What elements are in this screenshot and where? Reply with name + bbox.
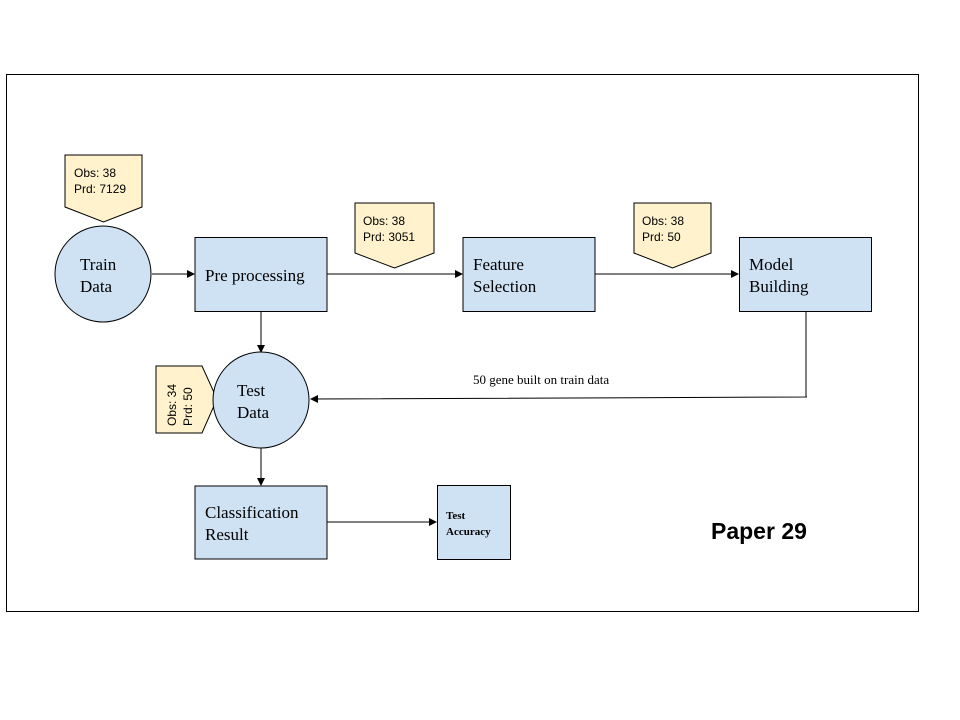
paper-label: Paper 29 — [711, 518, 807, 544]
node-model-building: Model Building — [739, 237, 872, 312]
classification-result-label-1: Classification — [205, 503, 299, 522]
callout-selected-prd: Prd: 50 — [642, 230, 681, 244]
callout-test-obs: Obs: 34 — [165, 384, 179, 426]
callout-preprocessed-prd: Prd: 3051 — [363, 230, 415, 244]
model-building-label-1: Model — [749, 255, 794, 274]
callout-preprocessed: Obs: 38 Prd: 3051 — [354, 202, 435, 269]
node-feature-selection: Feature Selection — [462, 237, 596, 312]
test-accuracy-label-1: Test — [446, 510, 465, 522]
node-pre-processing: Pre processing — [194, 237, 328, 312]
callout-preprocessed-shape — [354, 202, 435, 269]
test-data-label-1: Test — [237, 381, 265, 400]
callout-test-shape — [155, 365, 218, 434]
pre-processing-box — [194, 237, 328, 312]
connectors — [152, 270, 808, 526]
train-data-label-2: Data — [80, 277, 113, 296]
callout-selected-obs: Obs: 38 — [642, 214, 684, 228]
classification-result-label-2: Result — [205, 525, 249, 544]
arrow-model-building-to-test-data — [310, 311, 808, 403]
callout-selected-shape — [633, 202, 712, 269]
test-accuracy-box — [437, 485, 511, 560]
callout-test-prd: Prd: 50 — [181, 387, 195, 426]
callout-preprocessed-obs: Obs: 38 — [363, 214, 405, 228]
feature-selection-label-1: Feature — [473, 255, 524, 274]
diagram-frame — [6, 74, 919, 612]
train-data-circle — [54, 225, 152, 323]
model-building-box — [739, 237, 872, 312]
callout-train-prd: Prd: 7129 — [74, 182, 126, 196]
test-data-label-2: Data — [237, 403, 270, 422]
node-test-accuracy: Test Accuracy — [437, 485, 511, 560]
edge-label-model-to-test: 50 gene built on train data — [473, 372, 609, 387]
node-classification-result: Classification Result — [194, 485, 328, 560]
node-test-data: Test Data — [212, 351, 310, 449]
callout-train-shape — [64, 154, 143, 223]
test-accuracy-label-2: Accuracy — [446, 526, 491, 538]
pre-processing-label: Pre processing — [205, 266, 305, 285]
feature-selection-label-2: Selection — [473, 277, 537, 296]
callout-train: Obs: 38 Prd: 7129 — [64, 154, 143, 223]
test-data-circle — [212, 351, 310, 449]
train-data-label-1: Train — [80, 255, 117, 274]
callout-test: Obs: 34 Prd: 50 — [155, 365, 218, 434]
node-train-data: Train Data — [54, 225, 152, 323]
classification-result-box — [194, 485, 328, 560]
feature-selection-box — [462, 237, 596, 312]
callout-train-obs: Obs: 38 — [74, 166, 116, 180]
callout-selected: Obs: 38 Prd: 50 — [633, 202, 712, 269]
model-building-label-2: Building — [749, 277, 809, 296]
